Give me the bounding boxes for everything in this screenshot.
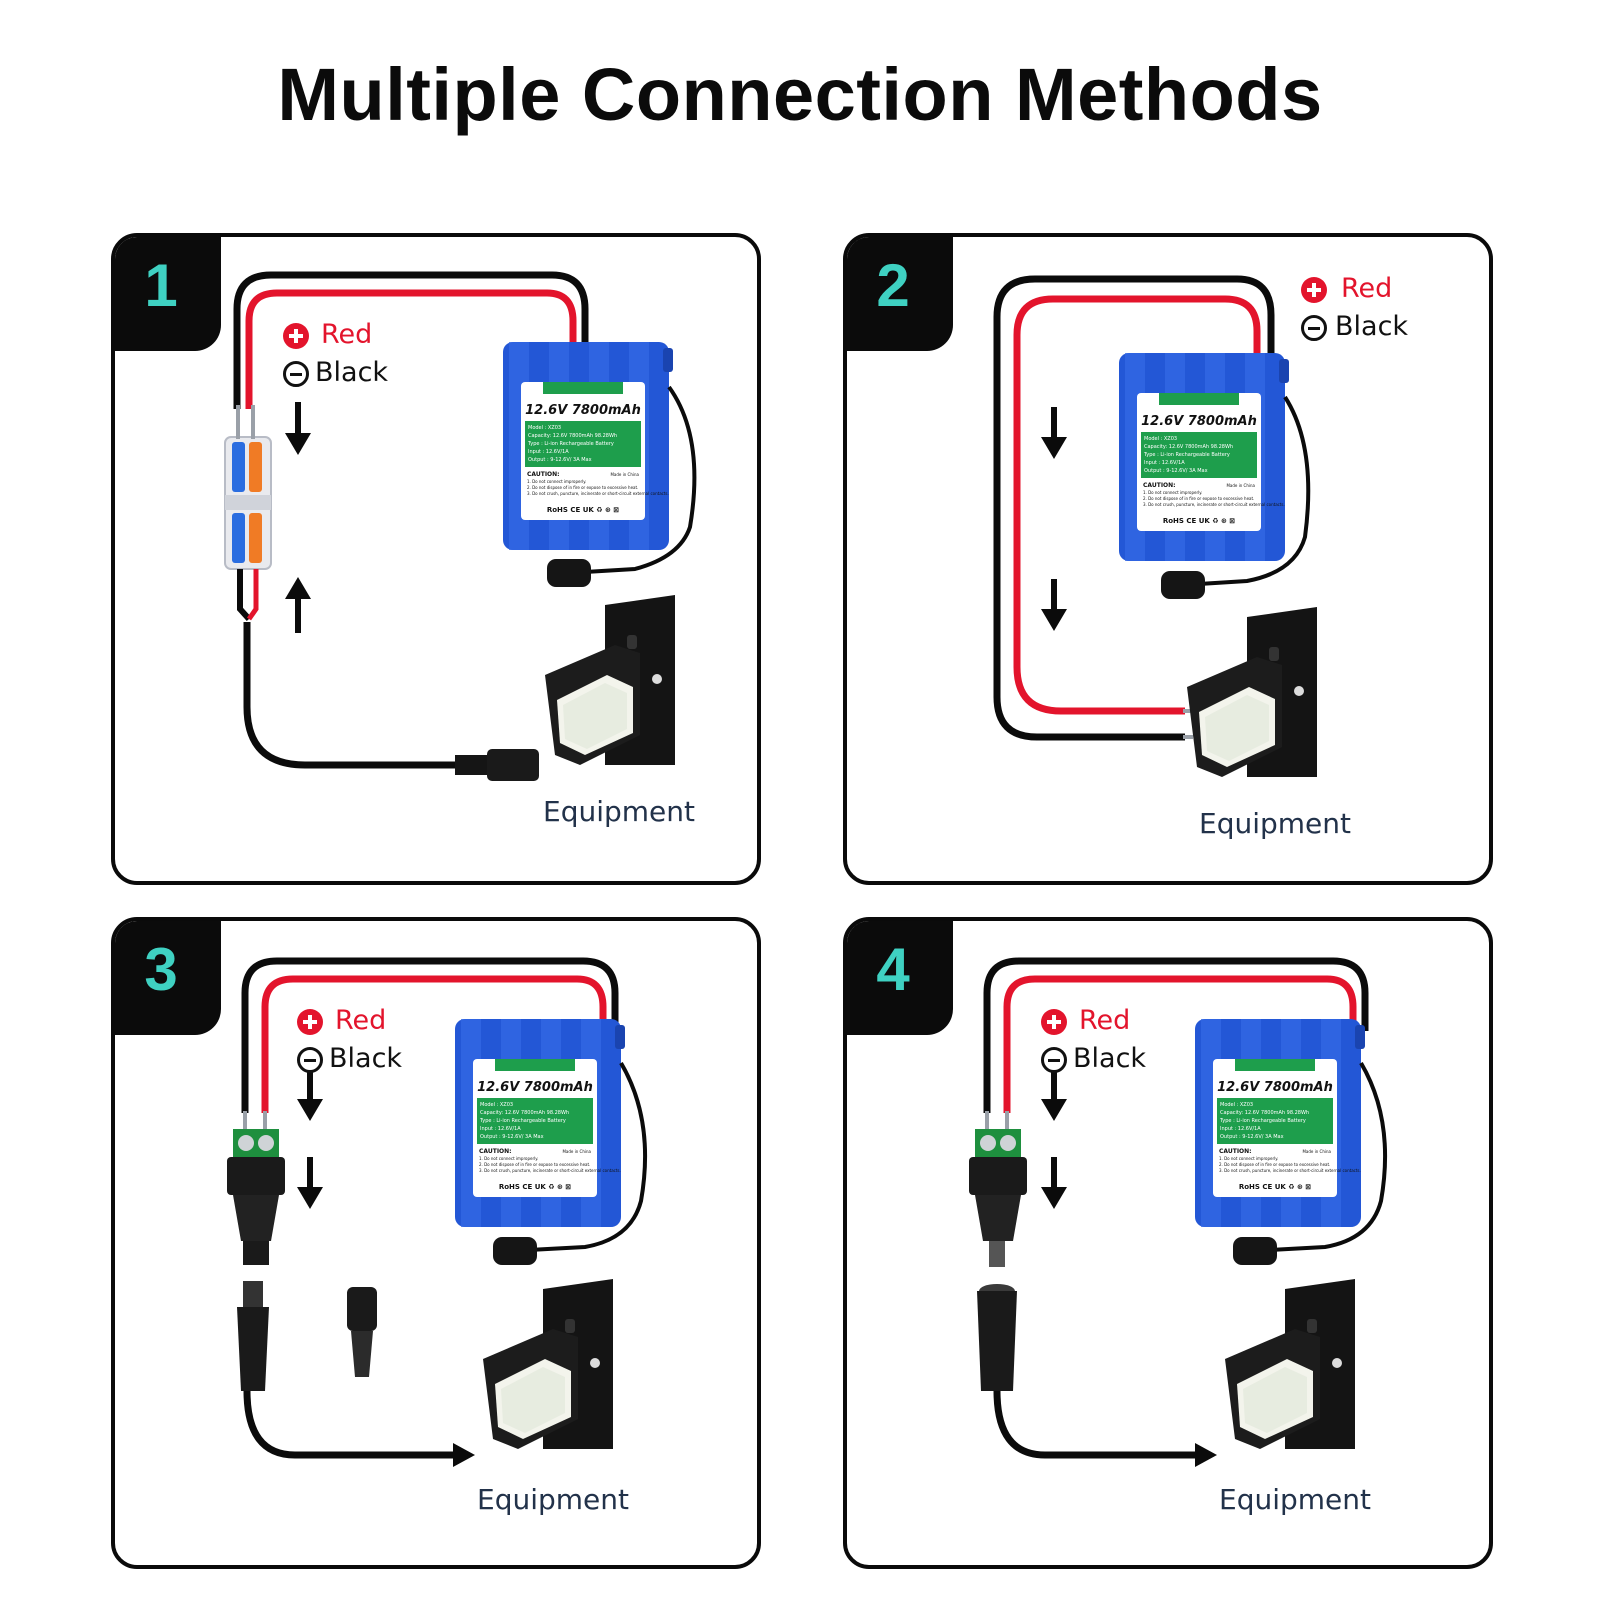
battery-marks: RoHS CE UK ♻ ⊛ ⊠ [1163, 517, 1235, 525]
method-panel-4: 4 12.6V 7800mAh [843, 917, 1493, 1569]
black-wire-label: Black [315, 357, 389, 388]
battery-headline: 12.6V 7800mAh [1141, 414, 1257, 429]
battery-made-in: Made in China [610, 472, 639, 477]
battery-caution-lines: 1. Do not connect improperly. 2. Do not … [479, 1156, 621, 1173]
red-wire-label: Red [335, 1005, 387, 1036]
battery-specs: Model : XZ03 Capacity: 12.6V 7800mAh 98.… [479, 1102, 571, 1140]
battery-pack: 12.6V 7800mAh Model : XZ03 Capacity: 12.… [455, 1019, 625, 1227]
dc-female-plug [977, 1284, 1217, 1467]
battery-pack: 12.6V 7800mAh Model : XZ03 Capacity: 12.… [1119, 353, 1289, 561]
plus-icon [297, 1009, 323, 1035]
connection-diagram-3: 12.6V 7800mAh Model : XZ03 Capacity: 12.… [227, 957, 648, 1467]
minus-icon [1041, 1047, 1067, 1073]
panel-number-tab: 2 [847, 237, 953, 351]
wall-light-equipment [1225, 1279, 1355, 1449]
method-panel-1: 1 [111, 233, 761, 885]
battery-marks: RoHS CE UK ♻ ⊛ ⊠ [547, 506, 619, 514]
battery-pack: 12.6V 7800mAh Model : XZ03 Capacity: 12.… [503, 342, 673, 550]
black-wire-label: Black [329, 1043, 403, 1074]
plus-icon [1301, 277, 1327, 303]
connection-diagram-1: 12.6V 7800mAh Model : XZ03 Capacity: 12.… [224, 271, 697, 781]
battery-caution: CAUTION: [1143, 482, 1176, 489]
connection-diagram-2: 12.6V 7800mAh Model : XZ03 Capacity: 12.… [993, 275, 1317, 777]
battery-caution: CAUTION: [527, 471, 560, 478]
panel-number: 3 [144, 936, 178, 1003]
battery-made-in: Made in China [1226, 483, 1255, 488]
battery-caution-lines: 1. Do not connect improperly. 2. Do not … [1143, 490, 1285, 507]
method-panel-3: 3 [111, 917, 761, 1569]
battery-made-in: Made in China [562, 1149, 591, 1154]
panel-number: 1 [144, 252, 178, 319]
red-wire-label: Red [1341, 273, 1393, 304]
battery-specs: Model : XZ03 Capacity: 12.6V 7800mAh 98.… [1219, 1102, 1311, 1140]
battery-caution-lines: 1. Do not connect improperly. 2. Do not … [527, 479, 669, 496]
battery-marks: RoHS CE UK ♻ ⊛ ⊠ [1239, 1183, 1311, 1191]
panel-number-tab: 4 [847, 921, 953, 1035]
dc-terminal-adapter [227, 1129, 285, 1265]
battery-caution: CAUTION: [1219, 1148, 1252, 1155]
dc-female-plug [347, 1287, 377, 1377]
equipment-label: Equipment [1219, 1483, 1371, 1516]
wall-light-equipment [545, 595, 675, 765]
panel-number: 4 [876, 936, 910, 1003]
battery-caution-lines: 1. Do not connect improperly. 2. Do not … [1219, 1156, 1361, 1173]
red-wire-label: Red [321, 319, 373, 350]
wall-light-equipment [1187, 607, 1317, 777]
plus-icon [1041, 1009, 1067, 1035]
wall-light-equipment [483, 1279, 613, 1449]
equipment-label: Equipment [477, 1483, 629, 1516]
minus-icon [1301, 315, 1327, 341]
page-title: Multiple Connection Methods [277, 53, 1323, 136]
red-wire-label: Red [1079, 1005, 1131, 1036]
plus-icon [283, 323, 309, 349]
battery-headline: 12.6V 7800mAh [477, 1080, 593, 1095]
battery-headline: 12.6V 7800mAh [525, 403, 641, 418]
black-wire-label: Black [1335, 311, 1409, 342]
panel-number: 2 [876, 252, 910, 319]
equipment-label: Equipment [1199, 807, 1351, 840]
battery-specs: Model : XZ03 Capacity: 12.6V 7800mAh 98.… [527, 425, 619, 463]
battery-specs: Model : XZ03 Capacity: 12.6V 7800mAh 98.… [1143, 436, 1235, 474]
lever-connector [224, 405, 272, 570]
black-wire-label: Black [1073, 1043, 1147, 1074]
battery-marks: RoHS CE UK ♻ ⊛ ⊠ [499, 1183, 571, 1191]
battery-caution: CAUTION: [479, 1148, 512, 1155]
equipment-label: Equipment [543, 795, 695, 828]
battery-made-in: Made in China [1302, 1149, 1331, 1154]
panel-number-tab: 3 [115, 921, 221, 1035]
battery-headline: 12.6V 7800mAh [1217, 1080, 1333, 1095]
minus-icon [283, 361, 309, 387]
dc-male-plug [237, 1281, 475, 1467]
battery-pack: 12.6V 7800mAh Model : XZ03 Capacity: 12.… [1195, 1019, 1365, 1227]
connection-diagram-4: 12.6V 7800mAh Model : XZ03 Capacity: 12.… [969, 957, 1388, 1467]
method-panel-2: 2 12.6V 7800mAh Model : XZ03 Capacity: 1… [843, 233, 1493, 885]
minus-icon [297, 1047, 323, 1073]
panel-number-tab: 1 [115, 237, 221, 351]
dc-terminal-adapter [969, 1129, 1027, 1267]
